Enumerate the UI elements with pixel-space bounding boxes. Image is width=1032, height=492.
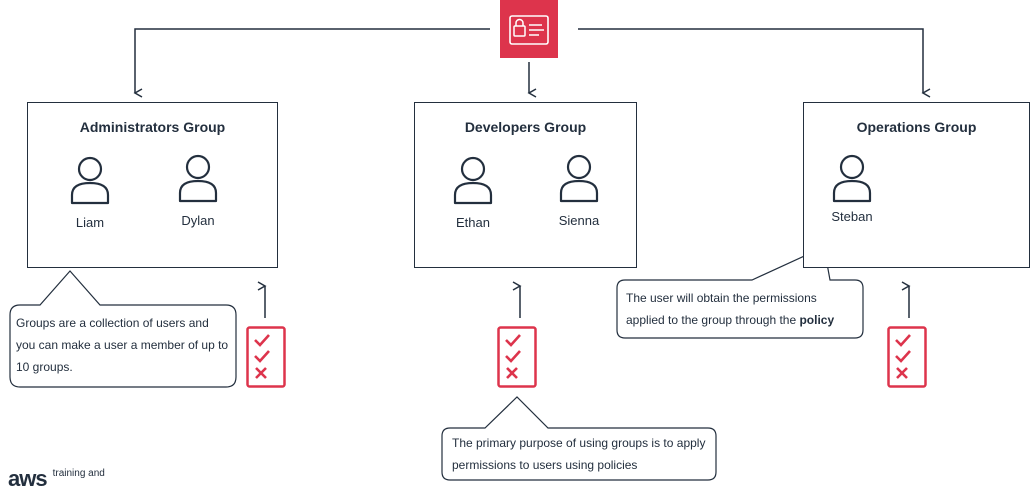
user-name: Ethan — [456, 215, 490, 230]
callout-policy-prefix: The user will obtain the permissions app… — [626, 291, 817, 327]
user-icon — [70, 156, 110, 205]
checklist-icon — [246, 326, 286, 393]
user-name: Sienna — [558, 213, 600, 228]
callout-policy-bold: policy — [799, 313, 835, 327]
callout-purpose-shape — [441, 396, 717, 481]
callout-purpose-text: The primary purpose of using groups is t… — [452, 436, 706, 472]
callout-groups-text: Groups are a collection of users and you… — [16, 316, 229, 374]
connector-right — [578, 28, 931, 98]
callout-policy-shape — [616, 246, 864, 339]
user-liam: Liam — [50, 155, 130, 230]
aws-logo: aws — [8, 466, 48, 491]
user-name: Dylan — [181, 213, 215, 228]
user-name: Steban — [831, 209, 873, 224]
group-box-administrators: Administrators Group Liam Dylan — [27, 102, 278, 268]
user-icon — [453, 156, 493, 205]
user-icon — [559, 154, 599, 203]
user-ethan: Ethan — [433, 155, 513, 230]
user-icon — [832, 154, 872, 203]
callout-policy-text: The user will obtain the permissions app… — [626, 287, 858, 331]
checklist-icon — [497, 326, 537, 393]
group-title: Administrators Group — [79, 119, 226, 135]
brand-tagline: training and — [52, 468, 105, 479]
user-name: Liam — [75, 215, 105, 230]
group-title: Developers Group — [464, 119, 587, 135]
user-sienna: Sienna — [539, 153, 619, 228]
user-dylan: Dylan — [158, 153, 238, 228]
group-box-developers: Developers Group Ethan Sienna — [414, 102, 637, 268]
connector-left — [133, 28, 490, 98]
checklist-icon — [887, 326, 927, 393]
group-title: Operations Group — [856, 119, 977, 135]
aws-training-logo: aws training and — [8, 466, 105, 492]
iam-policy-icon — [500, 0, 558, 58]
group-box-operations: Operations Group Steban — [803, 102, 1030, 268]
user-icon — [178, 154, 218, 203]
user-steban: Steban — [812, 153, 892, 224]
callout-groups-shape — [9, 270, 237, 388]
